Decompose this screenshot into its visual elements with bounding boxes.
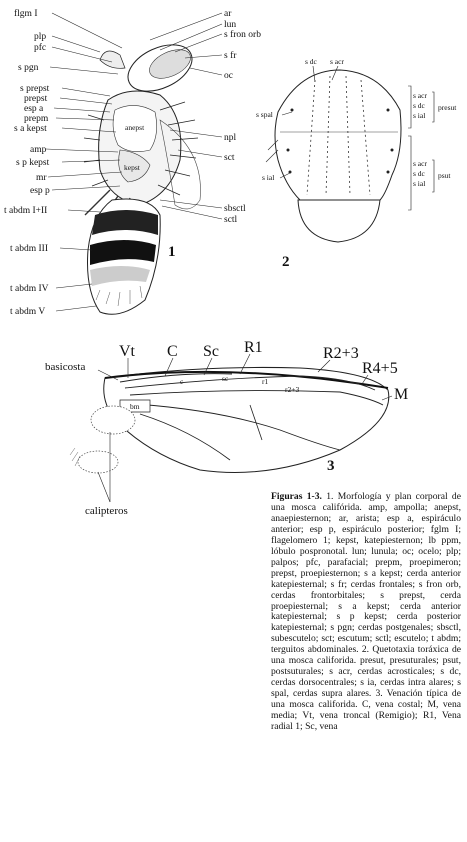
label-pfc: pfc (34, 42, 46, 53)
label-vt: Vt (119, 343, 136, 360)
label-esp-a: esp a (24, 104, 44, 114)
label-flgm-i: flgm I (14, 8, 37, 19)
label-t-abdm-iii: t abdm III (10, 244, 48, 254)
label-presut: presut (438, 103, 457, 112)
label-npl: npl (224, 133, 237, 143)
fig3-leaders (97, 353, 393, 503)
fig1-right-labels: ar lun s fron orb s fr oc npl sct sbsctl… (224, 9, 261, 225)
label-kepst: kepst (124, 163, 141, 172)
label-esp-p: esp p (30, 186, 50, 196)
label-anepst: anepst (125, 123, 145, 132)
label-prepm: prepm (24, 114, 49, 124)
label-lun: lun (224, 20, 236, 30)
label-s-ial: s ial (262, 173, 274, 182)
fig1-right-leaders (149, 12, 223, 220)
label-ar: ar (224, 9, 232, 19)
figure-caption: Figuras 1-3. 1. Morfología y plan corpor… (271, 491, 461, 733)
label-r2-3: R2+3 (323, 345, 359, 362)
label-r1: R1 (244, 339, 263, 356)
fig1-left-labels: flgm I plp pfc s pgn s prepst prepst esp… (4, 8, 50, 317)
label-psut: psut (438, 171, 451, 180)
fig1-number: 1 (168, 244, 176, 260)
fig1-left-leaders (45, 12, 123, 312)
fig2-leaders (279, 65, 339, 179)
label-sctl: sctl (224, 215, 238, 225)
presut-bracket: s acr s dc s ial presut (408, 85, 457, 129)
thorax-drawing (265, 69, 402, 243)
cell-bm: bm (130, 402, 140, 411)
label-s-a-kepst: s a kepst (14, 124, 47, 134)
label-presut-s-dc: s dc (413, 101, 426, 110)
label-amp: amp (30, 145, 47, 155)
label-psut-s-ial: s ial (413, 179, 425, 188)
caption-text: 1. Morfología y plan corporal de una mos… (271, 491, 461, 733)
label-sbsctl: sbsctl (224, 204, 246, 214)
label-t-abdm-i-ii: t abdm I+II (4, 206, 47, 216)
cell-r2-3: r2+3 (285, 385, 299, 394)
label-s-dc: s dc (305, 57, 318, 66)
label-s-fr: s fr (224, 50, 237, 61)
label-psut-s-acr: s acr (413, 159, 427, 168)
cell-r1: r1 (262, 377, 268, 386)
label-s-spal: s spal (256, 110, 273, 119)
label-sc: Sc (203, 343, 219, 360)
cell-c: c (180, 377, 184, 386)
label-s-p-kepst: s p kepst (16, 158, 50, 168)
caption-title: Figuras 1-3. (271, 491, 322, 502)
label-t-abdm-v: t abdm V (10, 307, 45, 317)
label-c: C (167, 343, 178, 360)
fly-body-drawing (83, 44, 201, 315)
label-presut-s-acr: s acr (413, 91, 427, 100)
label-oc: oc (224, 71, 233, 81)
label-psut-s-dc: s dc (413, 169, 426, 178)
label-presut-s-ial: s ial (413, 111, 425, 120)
label-s-prepst: s prepst (20, 84, 50, 94)
label-calipteros: calipteros (85, 505, 128, 517)
label-prepst: prepst (24, 94, 48, 104)
label-m: M (394, 386, 408, 403)
label-s-fron-orb: s fron orb (224, 29, 261, 40)
label-r4-5: R4+5 (362, 360, 398, 377)
wing-drawing (69, 366, 390, 474)
label-basicosta: basicosta (45, 361, 85, 373)
fig3-number: 3 (327, 458, 335, 474)
label-sct: sct (224, 153, 235, 163)
label-t-abdm-iv: t abdm IV (10, 284, 49, 294)
label-s-acr: s acr (330, 57, 344, 66)
cell-sc: sc (222, 374, 229, 383)
label-mr: mr (36, 173, 47, 183)
psut-bracket: s acr s dc s ial psut (408, 135, 451, 211)
fig2-number: 2 (282, 254, 290, 270)
label-plp: plp (34, 32, 46, 42)
label-s-pgn: s pgn (18, 63, 39, 73)
